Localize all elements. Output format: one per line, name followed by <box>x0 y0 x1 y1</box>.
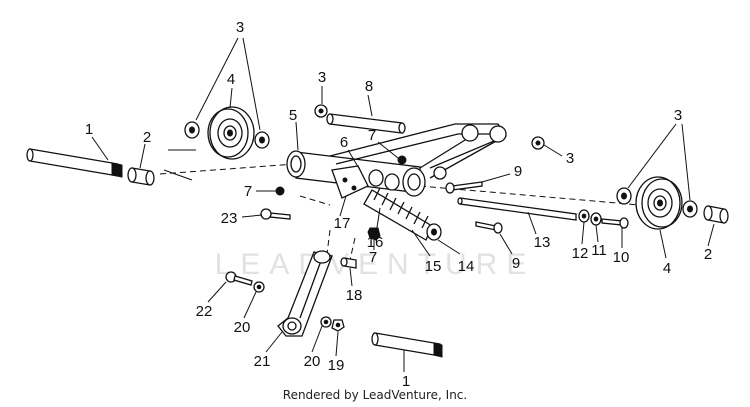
lower-link-arm <box>277 250 333 337</box>
rear-axle-shaft-left <box>26 148 123 178</box>
upper-cross-shaft <box>326 113 406 134</box>
callout-7-left: 7 <box>244 183 252 200</box>
shock-spring-assembly <box>363 187 442 241</box>
credit-line: Rendered by LeadVenture, Inc. <box>282 388 468 402</box>
leader-lines <box>91 37 715 372</box>
callout-13: 13 <box>534 234 551 251</box>
callout-3-mid: 3 <box>566 150 574 167</box>
lower-link-shaft <box>371 332 443 358</box>
spacer-right <box>703 205 729 224</box>
callout-6: 6 <box>340 134 348 151</box>
washer-20-left <box>253 281 265 293</box>
rear-axle-shaft-right <box>457 197 577 221</box>
bushing-18 <box>340 257 357 269</box>
washer-upper <box>314 104 328 118</box>
washer-left-1 <box>184 121 200 139</box>
callout-3-top-right: 3 <box>674 107 682 124</box>
bolt-10 <box>601 217 629 229</box>
callout-1-left: 1 <box>85 121 93 138</box>
idler-wheel-right <box>635 176 683 230</box>
callout-23: 23 <box>221 210 238 227</box>
callout-labels: 3 4 1 2 3 8 5 6 7 3 3 9 7 23 17 16 15 14… <box>85 19 712 390</box>
callout-17: 17 <box>334 215 351 232</box>
washer-11 <box>590 212 602 226</box>
callout-2-left: 2 <box>143 129 151 146</box>
callout-7-top: 7 <box>368 127 376 144</box>
callout-5: 5 <box>289 107 297 124</box>
callout-12: 12 <box>572 245 589 262</box>
a-arm-frame <box>329 123 507 197</box>
bolt-9-top <box>445 181 483 194</box>
nut-7-left <box>275 186 285 196</box>
callout-4-right: 4 <box>663 260 671 277</box>
callout-19: 19 <box>328 357 345 374</box>
bolt-9-bottom <box>475 221 503 234</box>
alignment-lines <box>159 163 641 263</box>
washer-20-bottom <box>320 316 332 328</box>
callout-14: 14 <box>458 258 475 275</box>
callout-3-top-left: 3 <box>236 19 244 36</box>
callout-3-top-mid: 3 <box>318 69 326 86</box>
callout-15: 15 <box>425 258 442 275</box>
washer-right-mid <box>531 136 545 150</box>
callout-9-top: 9 <box>514 163 522 180</box>
spacer-left <box>127 167 155 186</box>
callout-18: 18 <box>346 287 363 304</box>
callout-2-right: 2 <box>704 246 712 263</box>
idler-wheel-left <box>207 106 255 160</box>
callout-9-bottom: 9 <box>512 255 520 272</box>
callout-21: 21 <box>254 353 271 370</box>
washer-12 <box>578 209 590 223</box>
callout-4-left: 4 <box>227 71 235 88</box>
callout-7-bottom: 7 <box>369 249 377 266</box>
nut-7-top <box>397 155 407 165</box>
watermark-text: LEADVENTURE <box>215 248 536 281</box>
washer-left-2 <box>254 131 270 149</box>
callout-1-bottom: 1 <box>402 373 410 390</box>
callout-11: 11 <box>591 242 607 259</box>
callout-16: 16 <box>367 234 384 251</box>
bolt-22 <box>225 271 253 286</box>
nut-7-bottom <box>367 227 381 241</box>
callout-10: 10 <box>613 249 630 266</box>
callout-20-left: 20 <box>234 319 251 336</box>
callout-20-bottom: 20 <box>304 353 321 370</box>
shock-mount-bracket <box>331 165 400 199</box>
callout-8: 8 <box>365 78 373 95</box>
nut-19 <box>331 319 345 332</box>
washer-right-2 <box>682 200 698 218</box>
bolt-23 <box>260 208 291 220</box>
callout-22: 22 <box>196 303 213 320</box>
washer-right-1 <box>616 187 632 205</box>
